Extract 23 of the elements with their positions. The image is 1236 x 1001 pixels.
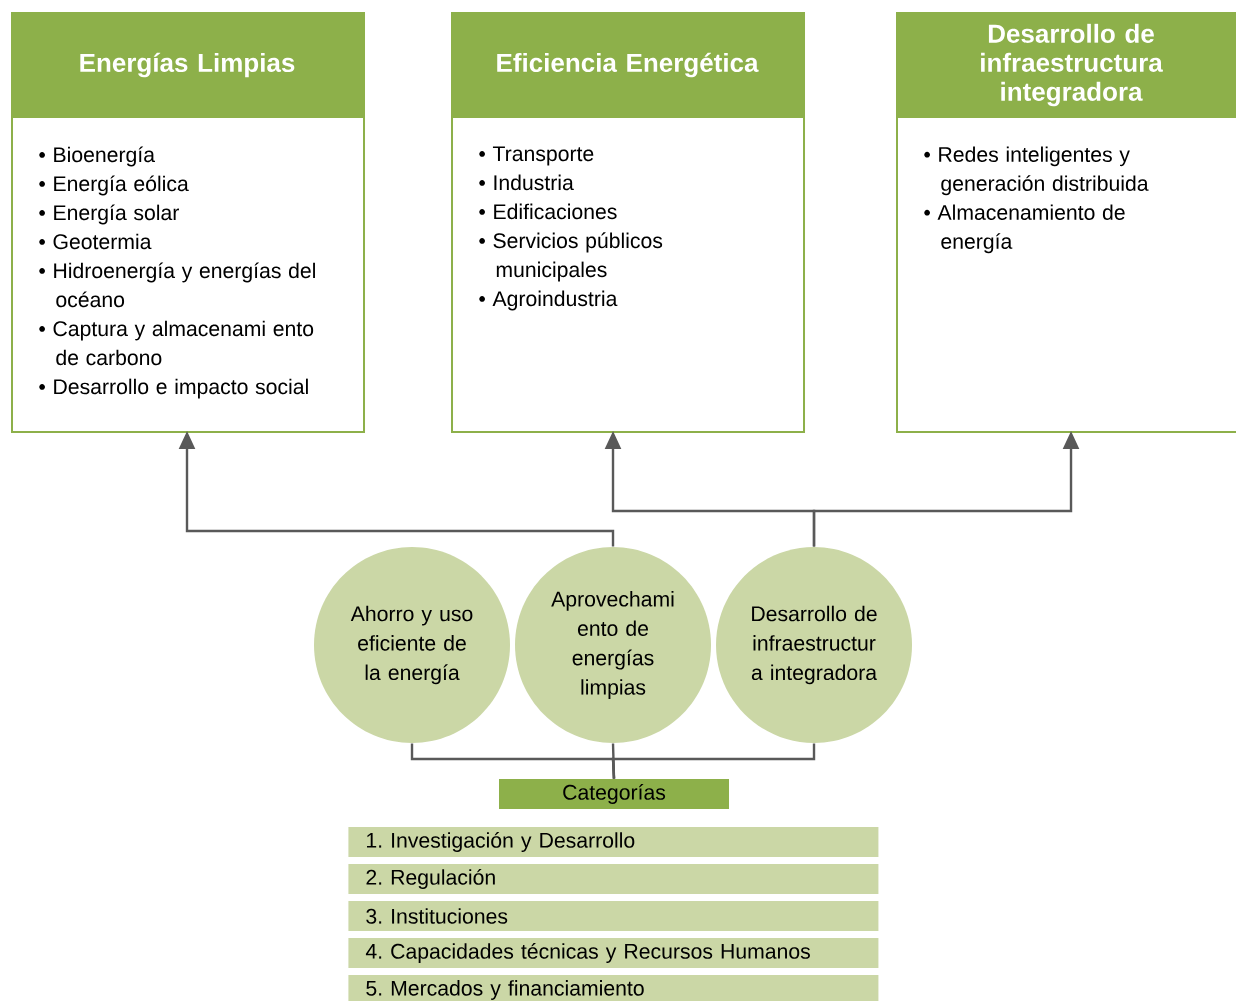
list-item: • Agroindustria	[479, 290, 618, 311]
list-item: • Industria	[479, 174, 574, 191]
list-item: • Geotermia	[39, 233, 152, 250]
list-item: • Energía solar	[39, 204, 179, 225]
list-item: • Captura y almacenami ento de carbono	[39, 320, 314, 366]
list-item: • Desarrollo e impacto social	[39, 378, 308, 399]
list-bar: 1. Investigación y Desarrollo	[348, 827, 879, 857]
list-bar: 3. Instituciones	[348, 901, 879, 931]
list-item: • Edificaciones	[479, 203, 617, 220]
section-label: Categorías	[499, 779, 729, 809]
list-bar: 2. Regulación	[348, 864, 879, 894]
list-item: • Servicios públicos municipales	[479, 232, 663, 282]
list-item: • Hidroenergía y energías del océano	[39, 262, 315, 308]
list-item: • Almacenamiento de energía	[924, 204, 1125, 254]
list-bar: 5. Mercados y financiamiento	[348, 975, 879, 1001]
list-item: • Redes inteligentes y generación distribuida	[924, 146, 1149, 196]
list-item: • Bioenergía	[39, 146, 155, 167]
list-item: • Energía eólica	[39, 175, 189, 196]
list-item: • Transporte	[479, 146, 594, 166]
list-bar: 4. Capacidades técnicas y Recursos Humanos	[348, 938, 879, 968]
card-header: Energías Limpias	[11, 12, 363, 118]
card-header: Eficiencia Energética	[451, 12, 803, 118]
card-header: Desarrollo de infraestructura integradora	[896, 12, 1236, 118]
